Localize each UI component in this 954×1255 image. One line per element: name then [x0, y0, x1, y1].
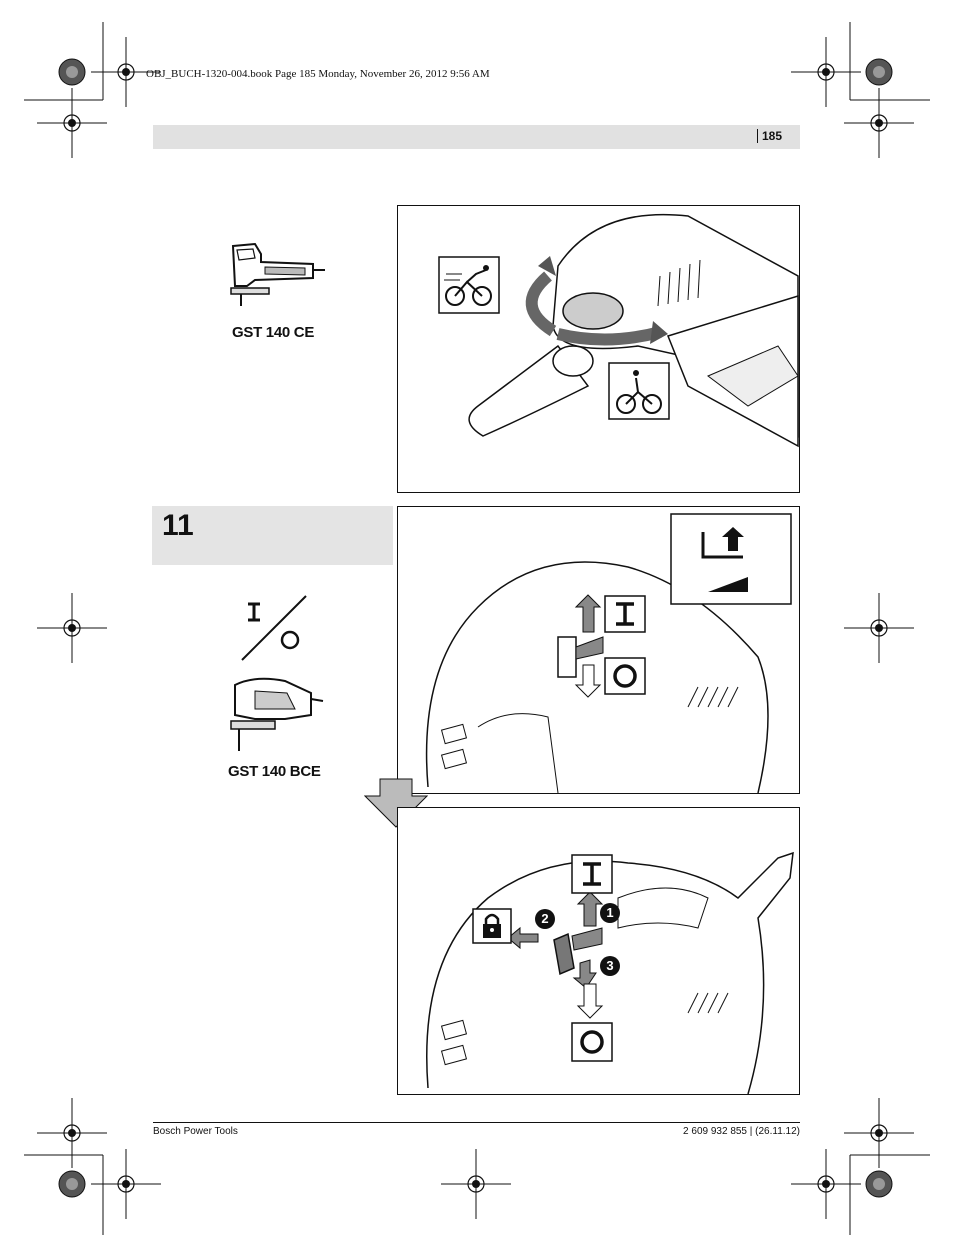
section-number: 11	[162, 509, 194, 542]
jigsaw-gst140ce-icon	[230, 242, 325, 306]
model-label-top: GST 140 CE	[232, 324, 315, 341]
jigsaw-gst140bce-icon	[230, 677, 324, 751]
step-2-label: 2	[541, 911, 549, 926]
on-switch-icon	[604, 595, 646, 633]
footer-doc-number: 2 609 932 855 | (26.11.12)	[683, 1126, 800, 1137]
step-3-label: 3	[606, 958, 614, 973]
footer-brand: Bosch Power Tools	[153, 1126, 238, 1137]
switch-on-off-figure	[397, 506, 800, 794]
step-1-label: 1	[606, 905, 614, 920]
page-number: 185	[756, 129, 782, 143]
file-info-line: OBJ_BUCH-1320-004.book Page 185 Monday, …	[146, 68, 490, 80]
fast-cyclist-icon	[444, 265, 492, 306]
model-label-bottom: GST 140 BCE	[228, 763, 321, 780]
on-off-symbol-icon	[241, 595, 307, 661]
on-switch-icon	[571, 854, 613, 894]
switch-illustration	[425, 513, 792, 793]
off-switch-icon	[604, 657, 646, 695]
speed-dial-figure	[397, 205, 800, 493]
lock-icon	[472, 908, 512, 944]
footer-rule	[153, 1122, 800, 1123]
page-header-bar	[153, 125, 800, 149]
switch-lock-figure: 1 2 3	[397, 807, 800, 1095]
section-header	[152, 506, 393, 565]
lock-illustration	[426, 851, 794, 1094]
slow-cyclist-icon	[616, 370, 662, 414]
off-switch-icon	[571, 1022, 613, 1062]
speed-dial-illustration	[438, 213, 799, 448]
